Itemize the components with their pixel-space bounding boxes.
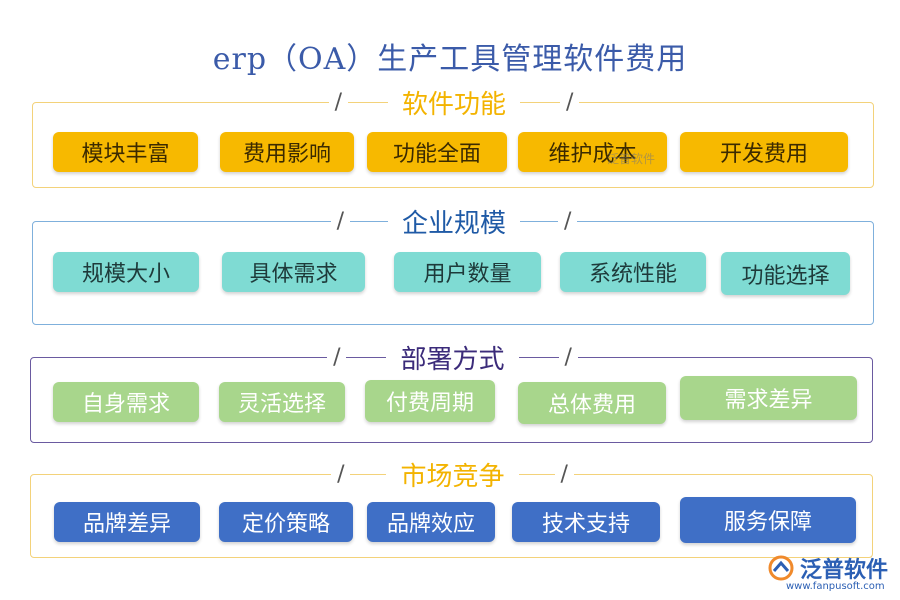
fanpu-logo-icon (768, 555, 794, 581)
deployment-pill: 需求差异 (680, 376, 857, 420)
deployment-pill: 自身需求 (53, 382, 199, 422)
scale-pill: 功能选择 (721, 252, 850, 295)
market-pill: 技术支持 (512, 502, 660, 542)
slash-right: / (558, 344, 578, 370)
slash-right: / (558, 208, 578, 234)
deployment-pill: 总体费用 (518, 382, 666, 424)
scale-pill: 具体需求 (222, 252, 365, 292)
fanpu-logo: 泛普软件 (768, 552, 888, 584)
logo-url: www.fanpusoft.com (786, 581, 885, 592)
section-title: 市场竞争 (386, 455, 519, 493)
market-pill: 服务保障 (680, 497, 856, 543)
feature-pill: 模块丰富 (53, 132, 198, 172)
market-pill: 品牌效应 (367, 502, 495, 542)
deployment-pill: 灵活选择 (219, 382, 345, 422)
section-enterprise-scale: / 企业规模 / 规模大小 具体需求 用户数量 系统性能 功能选择 (32, 202, 874, 325)
watermark-text: 泛普软件 (607, 152, 656, 166)
section-market-competition: / 市场竞争 / 品牌差异 定价策略 品牌效应 技术支持 服务保障 (30, 455, 873, 558)
section-software-features: / 软件功能 / 模块丰富 费用影响 功能全面 维护成本 开发费用 (32, 83, 874, 188)
section-title: 企业规模 (387, 202, 520, 240)
section-deployment-mode: / 部署方式 / 自身需求 灵活选择 付费周期 总体费用 需求差异 (30, 338, 873, 443)
slash-left: / (330, 208, 350, 234)
feature-pill: 开发费用 (680, 132, 848, 172)
slash-left: / (328, 89, 348, 115)
section-title: 部署方式 (386, 338, 519, 376)
slash-right: / (560, 89, 580, 115)
slash-left: / (327, 344, 347, 370)
market-pill: 品牌差异 (54, 502, 200, 542)
feature-pill: 费用影响 (220, 132, 354, 172)
scale-pill: 用户数量 (394, 252, 541, 292)
section-title: 软件功能 (387, 83, 520, 121)
logo-name: 泛普软件 (800, 558, 889, 583)
feature-pill: 维护成本 (518, 132, 667, 172)
deployment-pill: 付费周期 (365, 380, 495, 422)
diagram-title: erp（OA）生产工具管理软件费用 (212, 42, 688, 77)
scale-pill: 系统性能 (560, 252, 706, 292)
feature-pill: 功能全面 (367, 132, 507, 172)
market-pill: 定价策略 (219, 502, 353, 542)
slash-left: / (331, 461, 351, 487)
slash-right: / (554, 461, 574, 487)
scale-pill: 规模大小 (53, 252, 199, 292)
